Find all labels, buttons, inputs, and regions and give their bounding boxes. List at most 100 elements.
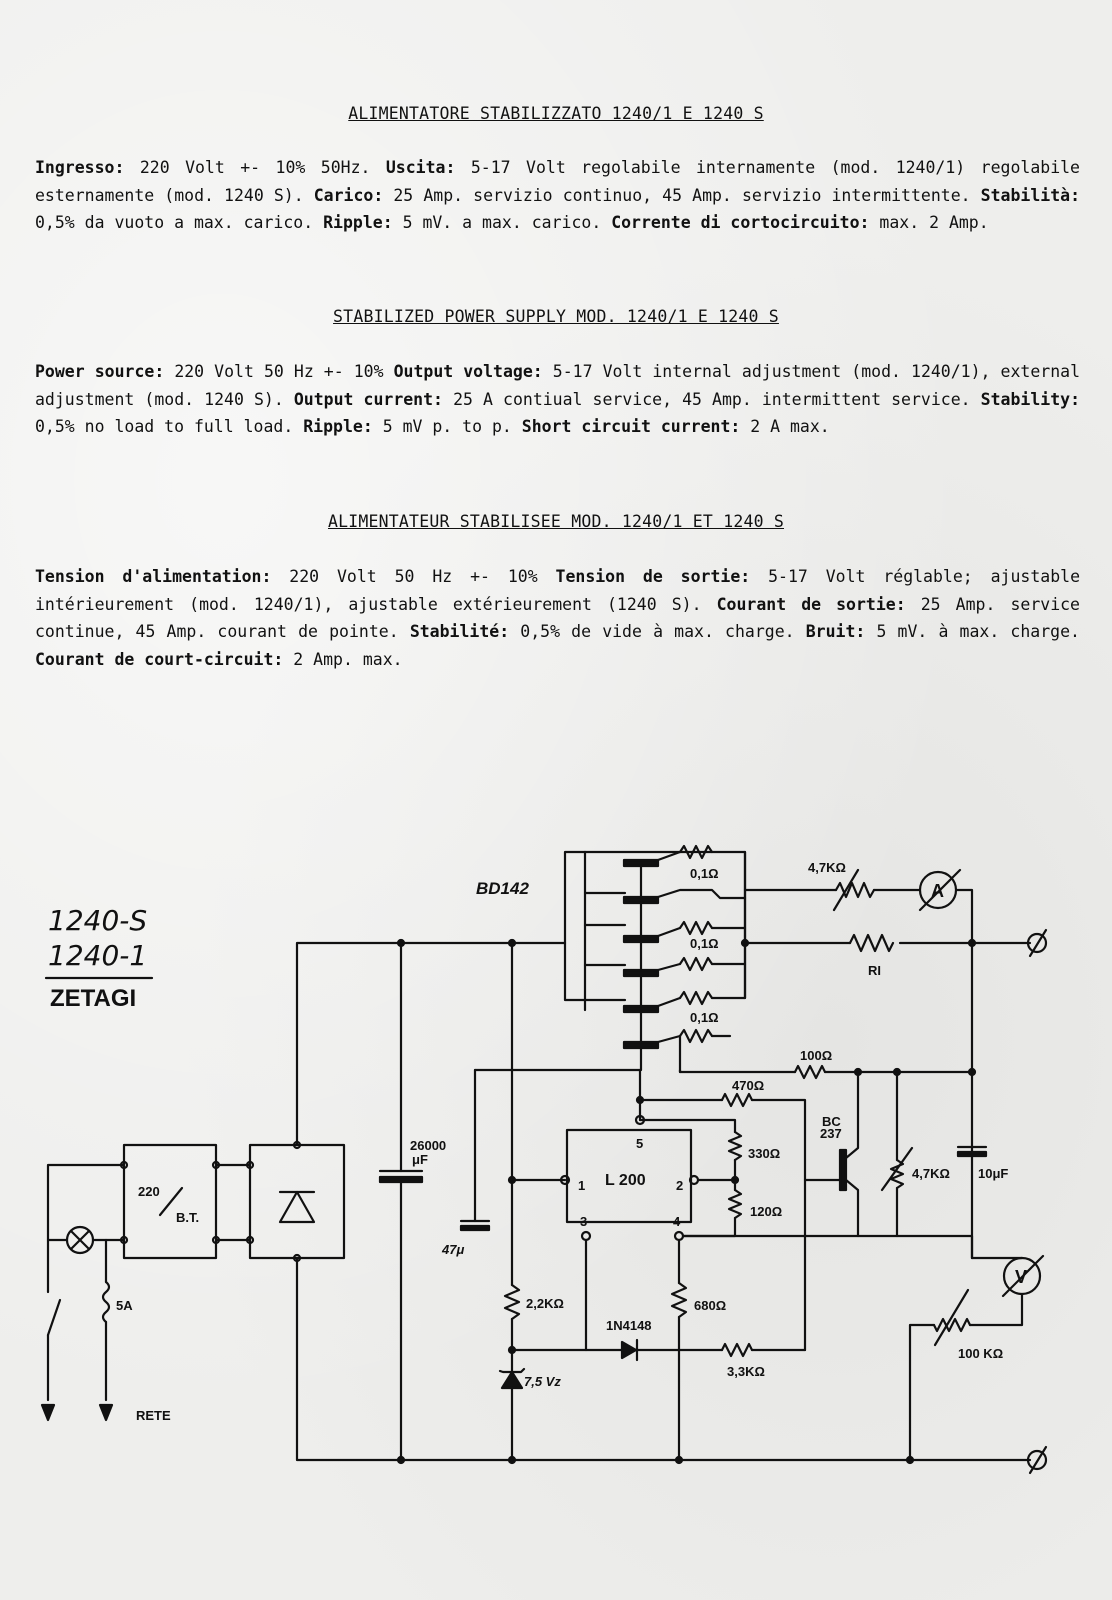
spec-key: Corrente di cortocircuito:	[611, 213, 870, 233]
emitter-resistor-1	[678, 844, 714, 860]
spec-value: 0,5% da vuoto a max. carico.	[35, 213, 324, 233]
spec-value: 0,5% no load to full load.	[35, 417, 304, 437]
spec-key: Bruit:	[805, 622, 866, 642]
emitter-3	[656, 926, 682, 938]
transformer-slash	[158, 1186, 184, 1217]
emitter-4	[656, 962, 682, 972]
pot-100k	[932, 1317, 972, 1333]
spec-key: Tension de sortie:	[555, 567, 751, 586]
node	[245, 1235, 255, 1245]
spec-key: Courant de court-circuit:	[35, 649, 284, 669]
r-2k2-label: 2,2KΩ	[526, 1296, 564, 1311]
italian-specs: Ingresso: 220 Volt +- 10% 50Hz. Uscita: …	[35, 154, 1080, 237]
mains-arrow-right	[98, 1403, 114, 1422]
emitter-6	[656, 1034, 682, 1044]
cap-10-label: 10μF	[978, 1166, 1008, 1181]
emitter-5	[656, 996, 682, 1008]
circuit-schematic: 1240-S 1240-1 ZETAGI BD142 0,1Ω 0,1Ω 0,1…	[40, 844, 1048, 1475]
resistor-ri	[848, 933, 895, 953]
spec-key: Stabilità:	[980, 185, 1081, 205]
spec-key: Uscita:	[385, 158, 456, 177]
transformer-box	[122, 1143, 218, 1260]
french-specs: Tension d'alimentation: 220 Volt 50 Hz +…	[35, 563, 1080, 673]
pot-47k-arrow	[880, 1146, 914, 1192]
bc237-emitter	[844, 1178, 860, 1238]
emitter-1	[656, 850, 682, 862]
r-100-label: 100Ω	[800, 1048, 832, 1063]
output-positive-terminal	[1026, 932, 1048, 954]
main-cap-label-1: 26000	[410, 1138, 446, 1153]
main-cap-label-2: μF	[412, 1152, 428, 1167]
emitter-r2-label: 0,1Ω	[690, 936, 719, 951]
spec-key: Output voltage:	[393, 362, 543, 381]
emitter-2	[656, 888, 747, 900]
mains-arrow-left	[40, 1403, 56, 1422]
bc237-collector	[844, 1070, 860, 1160]
spec-value: max. 2 Amp.	[869, 213, 989, 233]
wire-330-to-pin2	[696, 1158, 737, 1182]
r-shunt-label: RI	[868, 963, 881, 978]
ammeter-arrow	[918, 868, 962, 912]
mains-label: RETE	[136, 1408, 171, 1423]
pin4-node	[673, 1230, 685, 1242]
spec-key: Ingresso:	[35, 158, 125, 177]
ammeter-label: A	[931, 881, 944, 901]
english-specs: Power source: 220 Volt 50 Hz +- 10% Outp…	[35, 358, 1080, 441]
emitter-resistor-3	[678, 956, 714, 972]
rectifier-box	[248, 1143, 346, 1260]
pot-47k	[889, 1158, 905, 1190]
positive-rail	[295, 941, 567, 1147]
pin-2-label: 2	[676, 1178, 683, 1193]
node	[119, 1235, 129, 1245]
model-label-2: 1240-1	[48, 939, 147, 972]
spec-key: Tension d'alimentation:	[35, 567, 272, 586]
spec-key: Power source:	[35, 362, 165, 381]
r-680-label: 680Ω	[694, 1298, 726, 1313]
bc237-base-bar	[838, 1148, 848, 1192]
cap-47-plate-bottom	[459, 1224, 491, 1232]
r-120-label: 120Ω	[750, 1204, 782, 1219]
pot-100k-label: 100 KΩ	[958, 1346, 1003, 1361]
wire-470-left	[638, 1068, 724, 1102]
spec-value: 25 Amp. service continue, 45 Amp. couran…	[35, 594, 1080, 642]
switch-blade	[46, 1298, 62, 1337]
cap-47-label: 47μ	[441, 1242, 464, 1257]
spec-value: 5-17 Volt regolabile internamente (mod. …	[35, 158, 1080, 205]
pot-47k-label: 4,7KΩ	[912, 1166, 950, 1181]
ic-label: L 200	[605, 1172, 646, 1189]
emitter-r1-label: 0,1Ω	[690, 866, 719, 881]
pin-5-label: 5	[636, 1136, 643, 1151]
spec-value: 220 Volt 50 Hz +- 10%	[271, 567, 556, 586]
spec-value: 220 Volt 50 Hz +- 10%	[164, 362, 394, 381]
spec-key: Output current:	[293, 389, 443, 409]
fuse-symbol	[101, 1280, 111, 1324]
mains-left-to-transformer	[46, 1163, 126, 1294]
spec-key: Stabilité:	[409, 622, 510, 642]
spec-value: 220 Volt +- 10% 50Hz.	[124, 158, 386, 177]
spec-key: Stability:	[980, 389, 1081, 409]
collector-bus-left	[563, 850, 587, 945]
model-label-1: 1240-S	[48, 904, 147, 937]
resistor-4k7-meter	[834, 881, 876, 899]
spec-key: Courant de sortie:	[716, 594, 906, 614]
r-3k3-label: 3,3KΩ	[727, 1364, 765, 1379]
emitter-resistor-2	[678, 920, 714, 936]
spec-value: 5 mV p. to p.	[372, 417, 522, 437]
spec-value: 5 mV. à max. charge.	[865, 622, 1080, 642]
r-330-label: 330Ω	[748, 1146, 780, 1161]
pin3-node	[580, 1230, 592, 1242]
emitter-resistor-4	[678, 990, 714, 1006]
terminal-stroke-pos	[1028, 928, 1048, 958]
node	[245, 1160, 255, 1170]
resistor-470	[720, 1092, 754, 1108]
junction	[905, 1455, 915, 1465]
wire-pin5-to-330	[638, 1118, 737, 1134]
bc237-label-1: BC	[822, 1114, 841, 1129]
diode-1n4148	[620, 1340, 638, 1360]
spec-key: Carico:	[313, 185, 384, 205]
output-negative-terminal	[1026, 1449, 1048, 1471]
pin-1-label: 1	[578, 1178, 585, 1193]
voltmeter-wire-bottom	[968, 1292, 1024, 1327]
resistor-330	[727, 1130, 743, 1162]
junction	[740, 938, 750, 948]
